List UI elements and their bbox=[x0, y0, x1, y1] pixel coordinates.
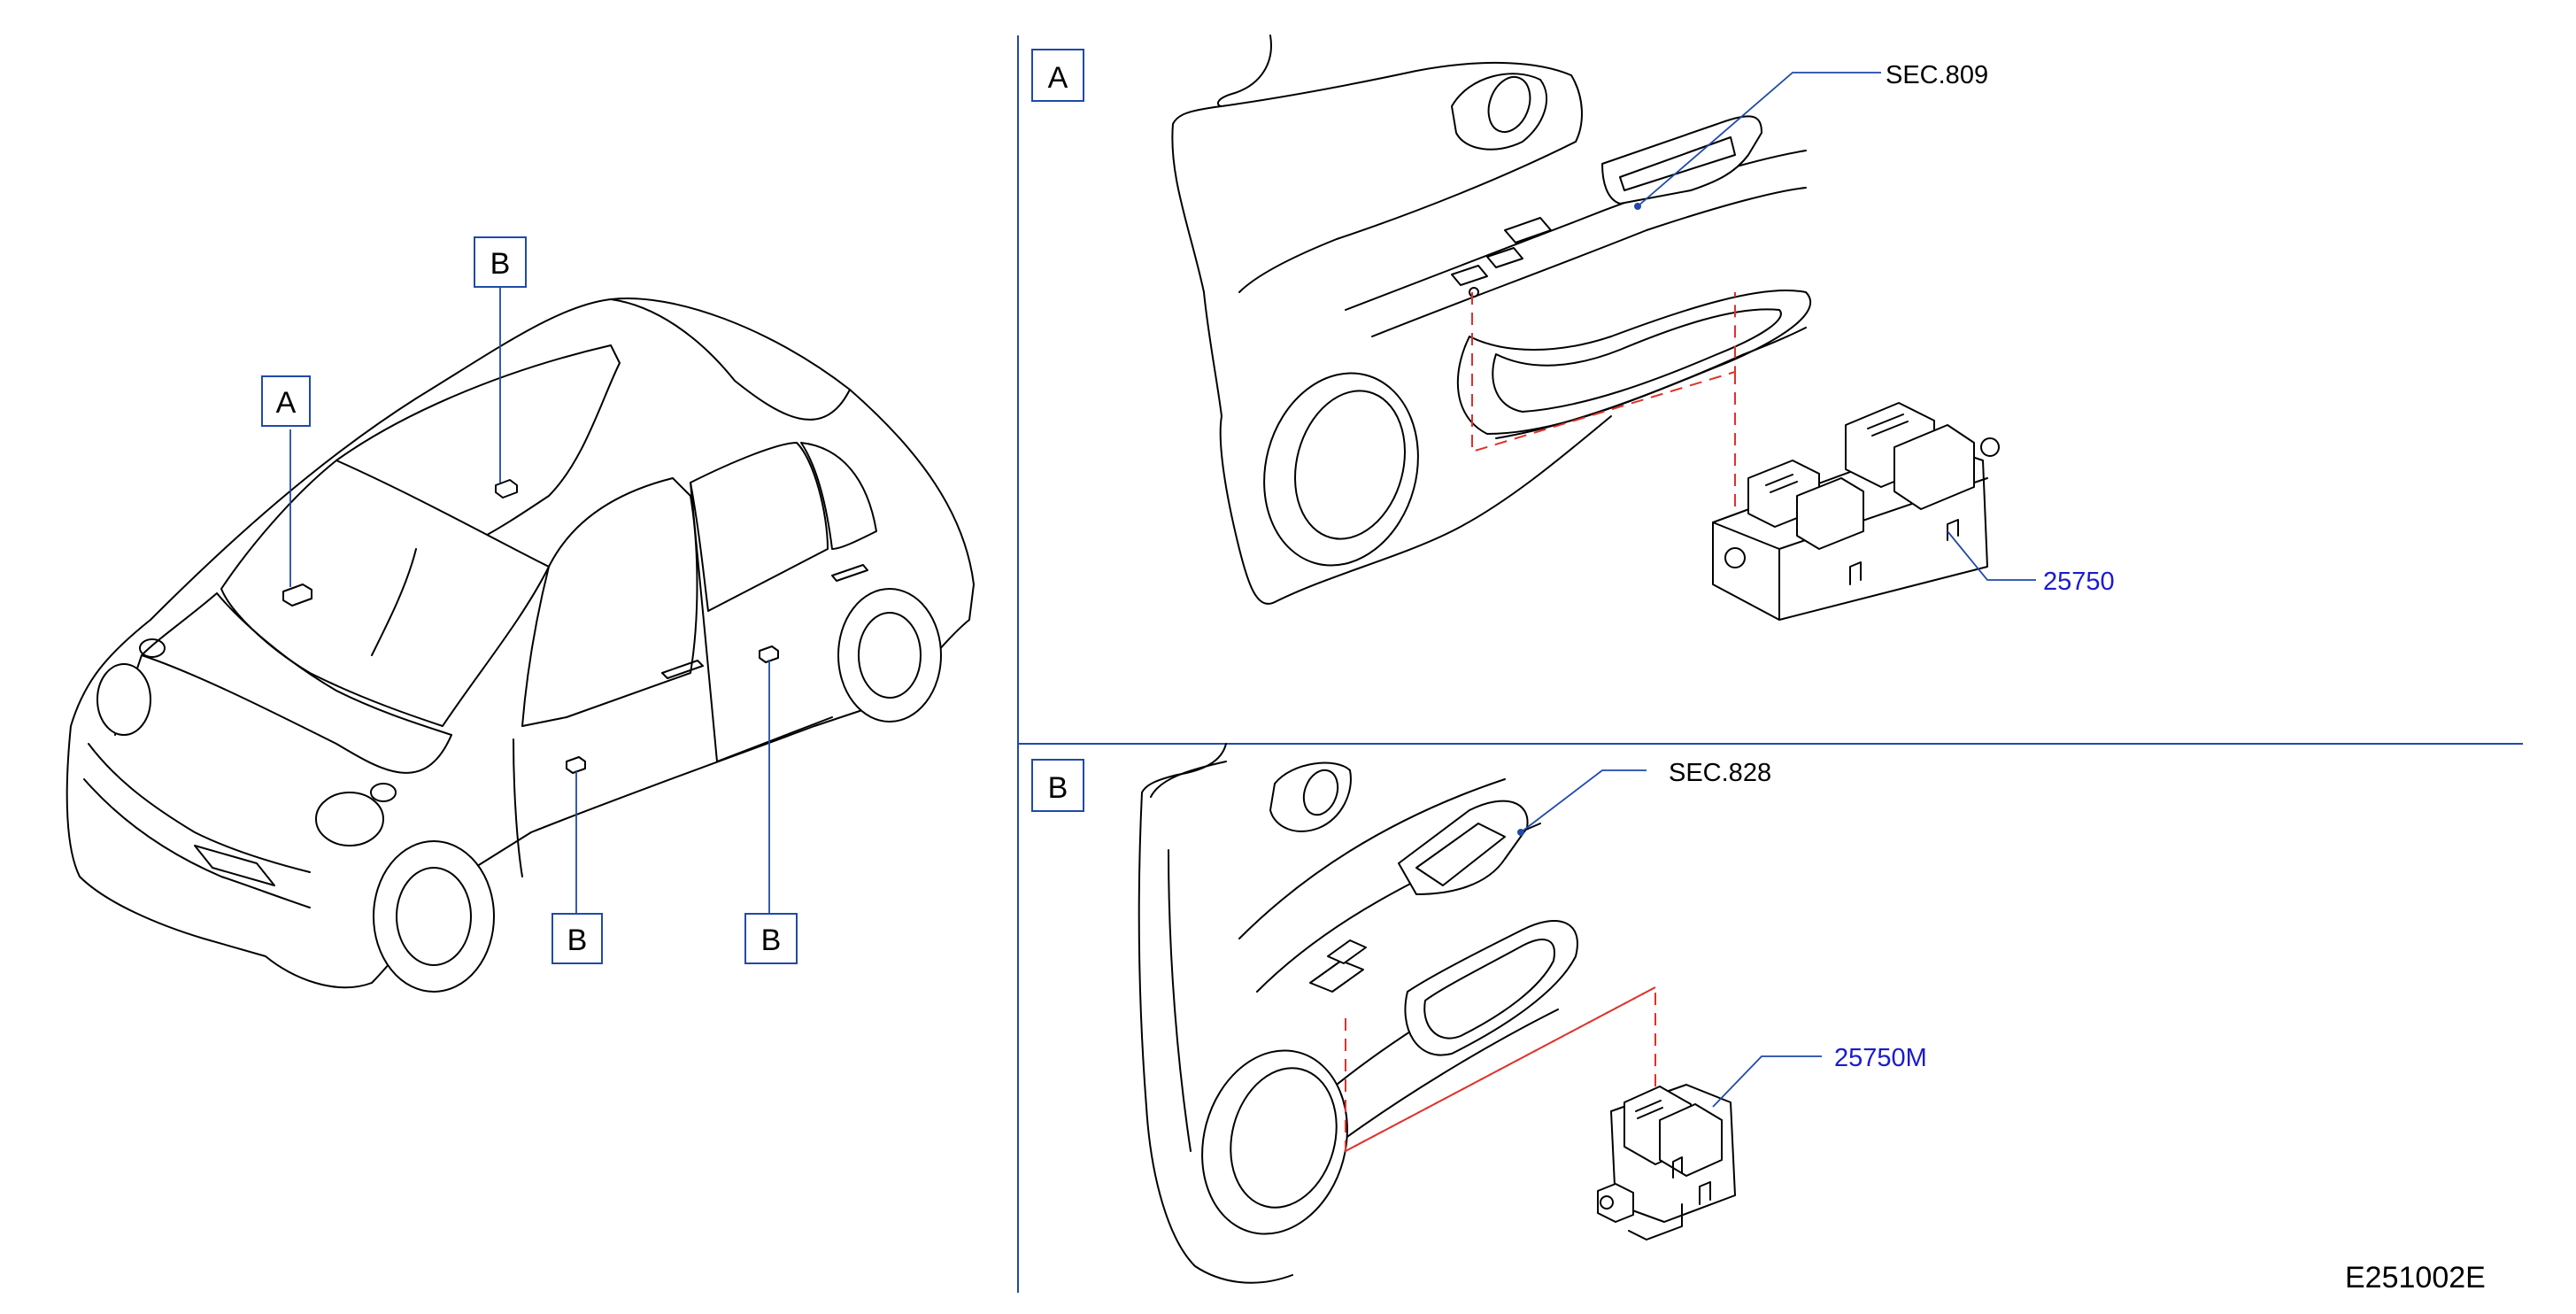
callout-a-car: A bbox=[261, 375, 311, 427]
figure-code: E251002E bbox=[2345, 1261, 2486, 1295]
master-window-switch-25750 bbox=[1712, 402, 2000, 621]
callout-b-front-door-label: B bbox=[567, 924, 588, 957]
section-ref-828: SEC.828 bbox=[1669, 759, 1771, 787]
callout-b-roof: B bbox=[474, 236, 527, 288]
part-number-25750: 25750 bbox=[2043, 568, 2115, 596]
car-illustration bbox=[66, 298, 975, 993]
callout-b-front-door: B bbox=[551, 913, 603, 964]
window-switch-25750m bbox=[1597, 1084, 1736, 1241]
panel-a: A bbox=[1031, 35, 2115, 621]
panel-b: B bbox=[1031, 743, 1927, 1284]
callout-b-rear-door-label: B bbox=[761, 924, 782, 957]
panel-b-label: B bbox=[1048, 771, 1068, 805]
callout-b-roof-label: B bbox=[490, 247, 511, 281]
part-number-25750m: 25750M bbox=[1834, 1044, 1927, 1072]
panel-a-label: A bbox=[1048, 61, 1068, 95]
callout-b-rear-door: B bbox=[744, 913, 798, 964]
section-ref-809: SEC.809 bbox=[1886, 61, 1988, 89]
callout-a-car-label: A bbox=[276, 386, 297, 420]
